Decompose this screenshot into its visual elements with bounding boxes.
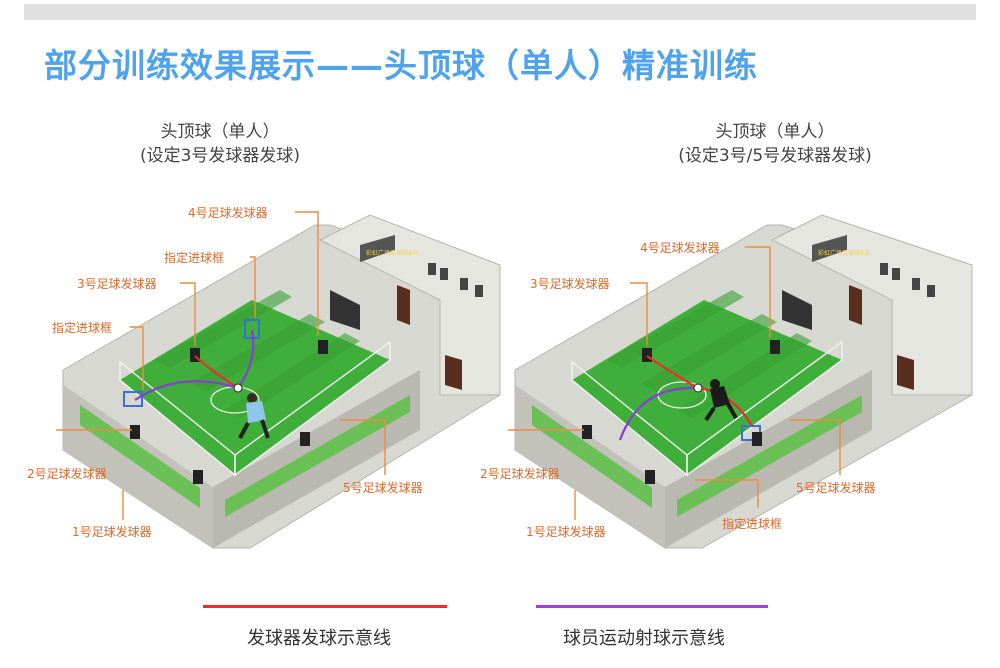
window (440, 268, 448, 280)
left-caption-line1: 头顶球（单人） (160, 122, 280, 142)
callout-launcher2: 2号足球发球器 (27, 466, 107, 481)
left-diagram-caption: 头顶球（单人） (设定3号发球器发球) (90, 120, 350, 168)
pitch-stripe (642, 314, 777, 392)
callout-launcher2: 2号足球发球器 (480, 466, 560, 481)
launcher-2 (582, 425, 592, 439)
window (892, 268, 900, 280)
leader-launcher3 (180, 282, 196, 346)
callout-launcher4: 4号足球发球器 (640, 240, 720, 255)
room-block (770, 214, 973, 396)
right-diagram-caption: 头顶球（单人） (设定3号/5号发球器发球) (630, 120, 920, 168)
launcher-4 (770, 340, 780, 354)
launcher-1 (193, 470, 203, 484)
window (460, 278, 468, 290)
left-court-illustration: 彩虹广场足球馆4.0 (27, 205, 501, 549)
leader-goal-top (250, 256, 256, 318)
target-goal-top (244, 319, 260, 339)
pitch-stripe (155, 290, 292, 368)
launcher-2 (130, 425, 140, 439)
launcher-4 (318, 340, 328, 354)
launch-trajectory-3 (646, 355, 699, 389)
callout-launcher3: 3号足球发球器 (77, 276, 157, 291)
callout-launcher5: 5号足球发球器 (343, 480, 423, 495)
right-court-diagram: 彩虹广场足球馆4.0 4号 (480, 0, 1000, 668)
launcher-1 (645, 470, 655, 484)
legend-launch-label: 发球器发球示意线 (247, 628, 391, 649)
left-court-diagram: 彩虹广场足球馆4.0 (27, 205, 501, 549)
callout-goal-left: 指定进球框 (52, 320, 112, 335)
legend-launch-line (203, 605, 447, 608)
callout-launcher3: 3号足球发球器 (530, 276, 610, 291)
launcher-5 (300, 432, 310, 446)
leader-launcher3 (630, 282, 648, 346)
wall-green-stripe (532, 405, 652, 508)
door (849, 285, 862, 325)
launcher-3 (642, 348, 652, 362)
pitch-stripe (607, 290, 744, 368)
callout-launcher5: 5号足球发球器 (796, 480, 876, 495)
fence-right (234, 340, 391, 477)
door (397, 285, 410, 325)
window (912, 278, 920, 290)
legend-player-line (536, 605, 768, 608)
callout-launcher1: 1号足球发球器 (72, 524, 152, 539)
callout-goal-top: 指定进球框 (164, 250, 224, 265)
window (475, 285, 483, 297)
window (880, 263, 888, 275)
player-trajectory-top (237, 329, 255, 389)
right-caption-line2: (设定3号/5号发球器发球) (678, 146, 872, 166)
wall-green-stripe (225, 395, 410, 517)
ball (233, 383, 243, 393)
led-screen (812, 235, 847, 262)
player-trajectory (618, 386, 699, 441)
right-caption-line1: 头顶球（单人） (715, 122, 835, 142)
left-caption-line2: (设定3号发球器发球) (139, 146, 301, 166)
pitch-stripe (190, 314, 325, 392)
leader-launcher5 (340, 419, 386, 475)
ball (693, 383, 703, 393)
leader-launcher4 (745, 246, 771, 338)
seating (330, 290, 360, 330)
leader-goal-left (130, 326, 144, 390)
pitch-stripe (677, 333, 812, 418)
launcher-3 (190, 348, 200, 362)
player-figure (238, 393, 270, 439)
seating (782, 290, 812, 330)
leader-launcher4 (295, 211, 319, 336)
top-divider-bar (24, 4, 976, 20)
player-trajectory-left (134, 380, 239, 401)
page-title: 部分训练效果展示——头顶球（单人）精准训练 (44, 46, 758, 85)
legend-player-label: 球员运动射球示意线 (563, 628, 725, 649)
door (445, 355, 462, 390)
window (428, 263, 436, 275)
target-goal-left (123, 391, 143, 407)
led-screen-text: 彩虹广场足球馆4.0 (366, 249, 418, 257)
launch-trajectory (194, 355, 239, 389)
leader-launcher5 (790, 419, 841, 475)
led-screen (360, 235, 395, 262)
player-figure (704, 379, 738, 422)
callout-launcher1: 1号足球发球器 (526, 524, 606, 539)
fence-right (686, 340, 843, 477)
leader-goal (695, 479, 759, 508)
right-court-illustration: 彩虹广场足球馆4.0 4号 (480, 214, 973, 549)
callout-launcher4: 4号足球发球器 (188, 205, 268, 220)
window (927, 285, 935, 297)
door (897, 355, 914, 390)
callout-goal: 指定进球框 (722, 516, 782, 531)
wall-green-stripe (80, 405, 200, 508)
led-screen-text: 彩虹广场足球馆4.0 (818, 249, 870, 257)
wall-green-stripe (677, 395, 862, 517)
launcher-5 (752, 432, 762, 446)
